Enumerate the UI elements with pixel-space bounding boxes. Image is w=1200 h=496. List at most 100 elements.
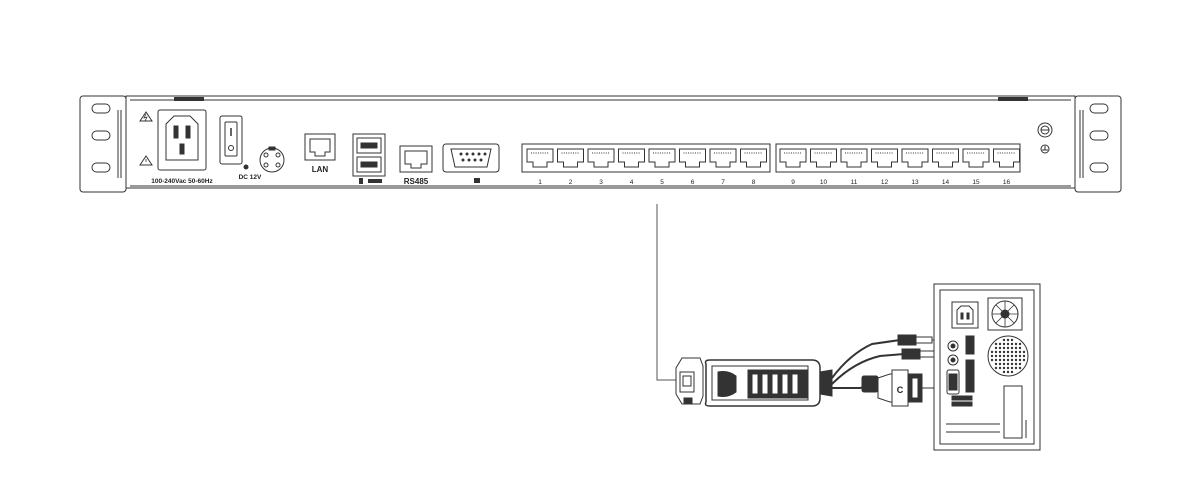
kvm-switch-rear-panel: 100-240Vac 50-60Hz DC 12V LAN (79, 95, 1122, 193)
vent-hole (1018, 350, 1022, 354)
port-number-label: 4 (630, 179, 634, 186)
vent-hole (1002, 342, 1006, 346)
usb-ports (352, 133, 386, 177)
port-number-label: 1 (538, 179, 542, 186)
dc-12v-label: DC 12V (239, 174, 262, 181)
rj45-port-9 (779, 148, 807, 168)
vent-hole (994, 358, 998, 362)
vent-hole (1022, 354, 1026, 358)
lan-port (304, 133, 336, 161)
port-number-label: 15 (972, 179, 980, 186)
vent-hole (998, 342, 1002, 346)
vent-hole (1010, 350, 1014, 354)
port-number-label: 14 (942, 179, 950, 186)
vent-hole (1018, 362, 1022, 366)
vent-hole (998, 362, 1002, 366)
vent-hole (1018, 366, 1022, 370)
vent-hole (1010, 362, 1014, 366)
rs485-port (399, 145, 433, 173)
power-rating-label: 100-240Vac 50-60Hz (151, 178, 213, 185)
port-number-label: 12 (881, 179, 889, 186)
vent-hole (990, 350, 994, 354)
ac-power-inlet (157, 109, 207, 171)
vent-grille (987, 335, 1029, 377)
kvm-adapter-dongle (675, 357, 833, 407)
warning-triangle-icon (139, 111, 153, 122)
vent-hole (1018, 354, 1022, 358)
vga-port (442, 143, 500, 173)
rj45-port-16 (993, 148, 1020, 168)
monitor-icon (474, 178, 480, 183)
rj45-port-13 (901, 148, 929, 168)
vent-hole (994, 354, 998, 358)
rj45-port-4 (618, 148, 645, 168)
vent-hole (1014, 354, 1018, 358)
vent-hole (1010, 342, 1014, 346)
port-number-label: 16 (1003, 179, 1011, 186)
adapter-cables (831, 334, 944, 407)
port-number-label: 11 (851, 179, 858, 186)
vent-hole (1022, 358, 1026, 362)
rj45-port-3 (587, 148, 615, 168)
vent-hole (1010, 358, 1014, 362)
vent-hole (998, 346, 1002, 350)
vent-hole (1002, 354, 1006, 358)
rj45-port-10 (810, 148, 837, 168)
rj45-port-2 (557, 148, 584, 168)
vent-hole (998, 366, 1002, 370)
usb-icon (359, 178, 382, 184)
rj45-port-8 (740, 148, 767, 168)
connection-line (656, 204, 676, 381)
vent-hole (1006, 350, 1010, 354)
vent-hole (1002, 338, 1006, 342)
vent-hole (1006, 370, 1010, 374)
power-switch[interactable] (219, 115, 243, 165)
vent-hole (994, 366, 998, 370)
vent-hole (1010, 366, 1014, 370)
vent-hole (1018, 342, 1022, 346)
rj45-port-15 (962, 148, 990, 168)
rj45-port-6 (679, 148, 706, 168)
vent-hole (990, 358, 994, 362)
vent-hole (994, 350, 998, 354)
vent-hole (1002, 370, 1006, 374)
port-number-label: 7 (721, 179, 725, 186)
vent-hole (1014, 366, 1018, 370)
vent-hole (990, 354, 994, 358)
rj45-port-14 (932, 148, 959, 168)
vent-hole (1014, 362, 1018, 366)
vent-hole (1002, 358, 1006, 362)
vent-hole (1002, 346, 1006, 350)
vent-hole (998, 358, 1002, 362)
vent-hole (998, 350, 1002, 354)
vent-hole (1006, 346, 1010, 350)
port-number-label: 9 (791, 179, 795, 186)
port-number-label: 6 (691, 179, 695, 186)
port-number-label: 3 (599, 179, 603, 186)
vent-hole (1014, 358, 1018, 362)
port-number-label: 8 (752, 179, 756, 186)
computer-tower (933, 283, 1041, 451)
rj45-port-11 (840, 148, 868, 168)
vent-hole (1006, 358, 1010, 362)
vent-hole (1010, 370, 1014, 374)
port-number-label: 13 (911, 179, 919, 186)
vent-hole (1014, 346, 1018, 350)
chassis-body (125, 95, 1076, 189)
port-number-label: 5 (660, 179, 664, 186)
vent-hole (1018, 346, 1022, 350)
rack-ear-right (1074, 95, 1122, 193)
ground-icon (1040, 144, 1050, 154)
rj45-port-7 (709, 148, 737, 168)
vent-hole (1006, 366, 1010, 370)
fan-icon (987, 297, 1023, 331)
rj45-bank-left (521, 143, 771, 173)
ground-screw (1037, 122, 1053, 138)
rack-ear-left (79, 95, 127, 193)
vent-hole (994, 362, 998, 366)
vent-hole (994, 342, 998, 346)
vent-hole (1022, 350, 1026, 354)
vent-hole (1014, 350, 1018, 354)
vent-hole (1006, 338, 1010, 342)
